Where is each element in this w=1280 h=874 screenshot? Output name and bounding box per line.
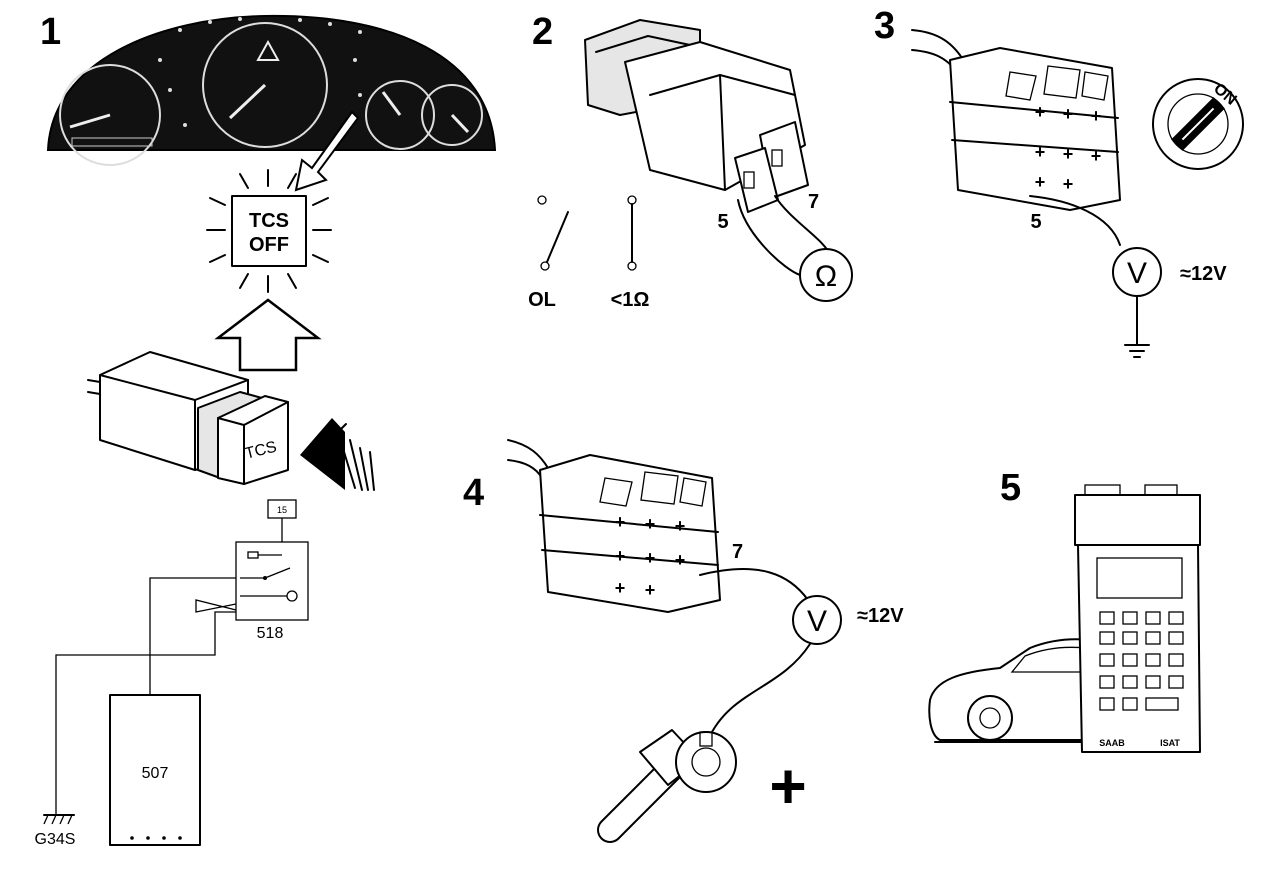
press-arrow-icon	[300, 418, 375, 491]
lamp-text-line1: TCS	[249, 210, 289, 232]
connector-step3: + + + + + + + +	[911, 29, 1121, 211]
tcs-off-warning-lamp: TCS OFF	[206, 169, 332, 293]
svg-text:+: +	[1035, 102, 1046, 122]
ground-icon-step3	[1124, 295, 1150, 358]
step4-probe-lead-b	[707, 643, 811, 741]
step3-reading: ≈12V	[1180, 263, 1227, 285]
svg-text:+: +	[615, 546, 626, 566]
ohmmeter-icon: Ω	[799, 248, 853, 302]
step-2-number: 2	[532, 11, 553, 53]
svg-text:+: +	[1091, 106, 1102, 126]
step4-probe-lead-a	[699, 568, 809, 601]
isat-tester-icon: SAAB ISAT	[1074, 484, 1201, 753]
switch-unit-label: 518	[257, 625, 284, 642]
step3-pin-label: 5	[1030, 211, 1041, 233]
step4-pin-label: 7	[732, 541, 743, 563]
open-reading: OL	[528, 289, 556, 311]
pin-7-label: 7	[808, 191, 819, 213]
ohmmeter-symbol: Ω	[815, 260, 837, 293]
ignition-key-icon: ON	[1152, 78, 1244, 170]
step4-meter-symbol: V	[807, 605, 827, 638]
svg-text:+: +	[1063, 144, 1074, 164]
ground-label: G34S	[35, 831, 76, 848]
tcs-switch-side-view	[584, 19, 809, 213]
svg-text:+: +	[645, 514, 656, 534]
svg-text:+: +	[1063, 174, 1074, 194]
fuse-label: 15	[277, 505, 287, 515]
wiring-schematic: 15 518 507 G34S	[35, 499, 309, 848]
step4-reading: ≈12V	[857, 605, 904, 627]
tester-brand: SAAB	[1099, 738, 1125, 748]
ground-icon	[43, 814, 75, 825]
connector-step4: + + + + + + + +	[507, 439, 721, 613]
closed-reading: <1Ω	[611, 289, 650, 311]
up-arrow-icon	[214, 298, 322, 372]
module-label: 507	[142, 765, 169, 782]
svg-text:+: +	[1035, 142, 1046, 162]
svg-text:+: +	[1035, 172, 1046, 192]
pin-5-label: 5	[717, 211, 728, 233]
voltmeter-icon-step4: V	[792, 595, 842, 645]
svg-text:+: +	[675, 516, 686, 536]
svg-text:+: +	[645, 548, 656, 568]
step-4-number: 4	[463, 472, 484, 514]
switch-open-icon	[537, 195, 569, 271]
switch-closed-icon	[627, 195, 637, 271]
svg-text:+: +	[1063, 104, 1074, 124]
svg-text:+: +	[615, 578, 626, 598]
lamp-rays-icon	[206, 169, 332, 293]
lamp-text-line2: OFF	[249, 234, 289, 256]
probe-lead-b	[774, 195, 831, 256]
tcs-switch: TCS	[87, 351, 289, 485]
positive-polarity-icon: +	[769, 750, 806, 822]
tester-model: ISAT	[1160, 738, 1180, 748]
pointer-arrow-icon	[294, 110, 360, 192]
voltmeter-icon-step3: V	[1112, 247, 1162, 297]
probe-lead-a	[737, 199, 801, 276]
step3-meter-symbol: V	[1127, 257, 1147, 290]
step-1-number: 1	[40, 11, 61, 53]
step-3-number: 3	[874, 5, 895, 47]
svg-text:+: +	[675, 550, 686, 570]
svg-text:+: +	[615, 512, 626, 532]
svg-text:+: +	[645, 580, 656, 600]
step3-probe-lead	[1029, 195, 1121, 246]
instrument-cluster	[46, 14, 497, 166]
svg-text:+: +	[1091, 146, 1102, 166]
step-5-number: 5	[1000, 467, 1021, 509]
car-icon	[928, 638, 1091, 743]
battery-terminal-icon	[597, 729, 737, 843]
